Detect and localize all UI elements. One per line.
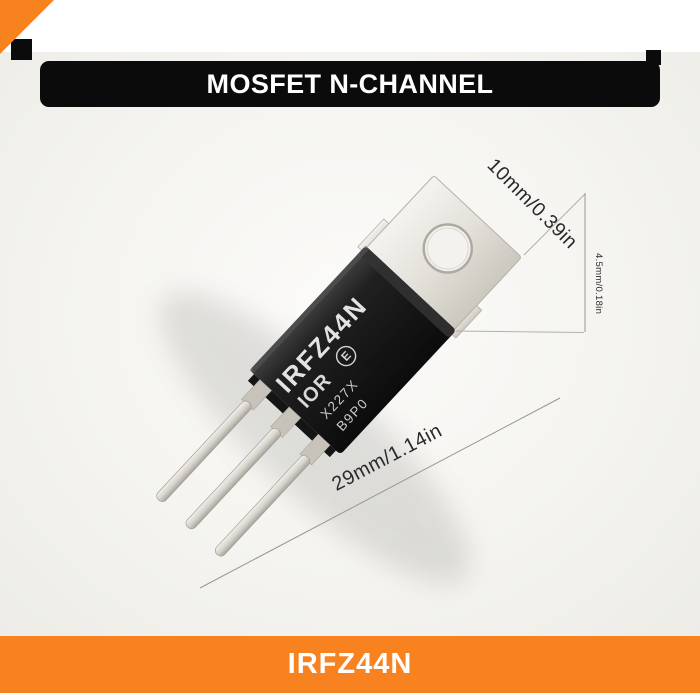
mounting-hole [423, 224, 472, 273]
dimension-extension-line-top [523, 193, 586, 256]
cert-circle-icon [335, 345, 357, 367]
lead-1 [156, 400, 252, 502]
top-left-orange-corner-accent [0, 0, 54, 54]
dimension-thickness-label: 4.5mm/0.18in [593, 253, 604, 314]
leads [156, 379, 331, 557]
package-body-edge-highlight [249, 245, 370, 374]
lead-3 [214, 455, 311, 557]
to220-package: IRFZ44N IOR E X227X B9P0 [156, 176, 521, 557]
mounting-hole-rim [422, 223, 474, 274]
lead-2 [185, 427, 281, 530]
package-body-top-bevel [359, 247, 455, 337]
bottom-banner: IRFZ44N [0, 636, 700, 693]
mounting-hole-inner-rim [426, 227, 469, 270]
bottom-banner-part-number: IRFZ44N [287, 648, 413, 680]
dimension-line-length [199, 397, 561, 589]
top-banner: MOSFET N-CHANNEL [40, 61, 660, 107]
top-banner-title: MOSFET N-CHANNEL [206, 68, 494, 99]
dimension-extension-line-bottom [455, 330, 585, 333]
transistor-photo: IRFZ44N IOR E X227X B9P0 10mm/0.39in 4.5… [156, 154, 604, 589]
